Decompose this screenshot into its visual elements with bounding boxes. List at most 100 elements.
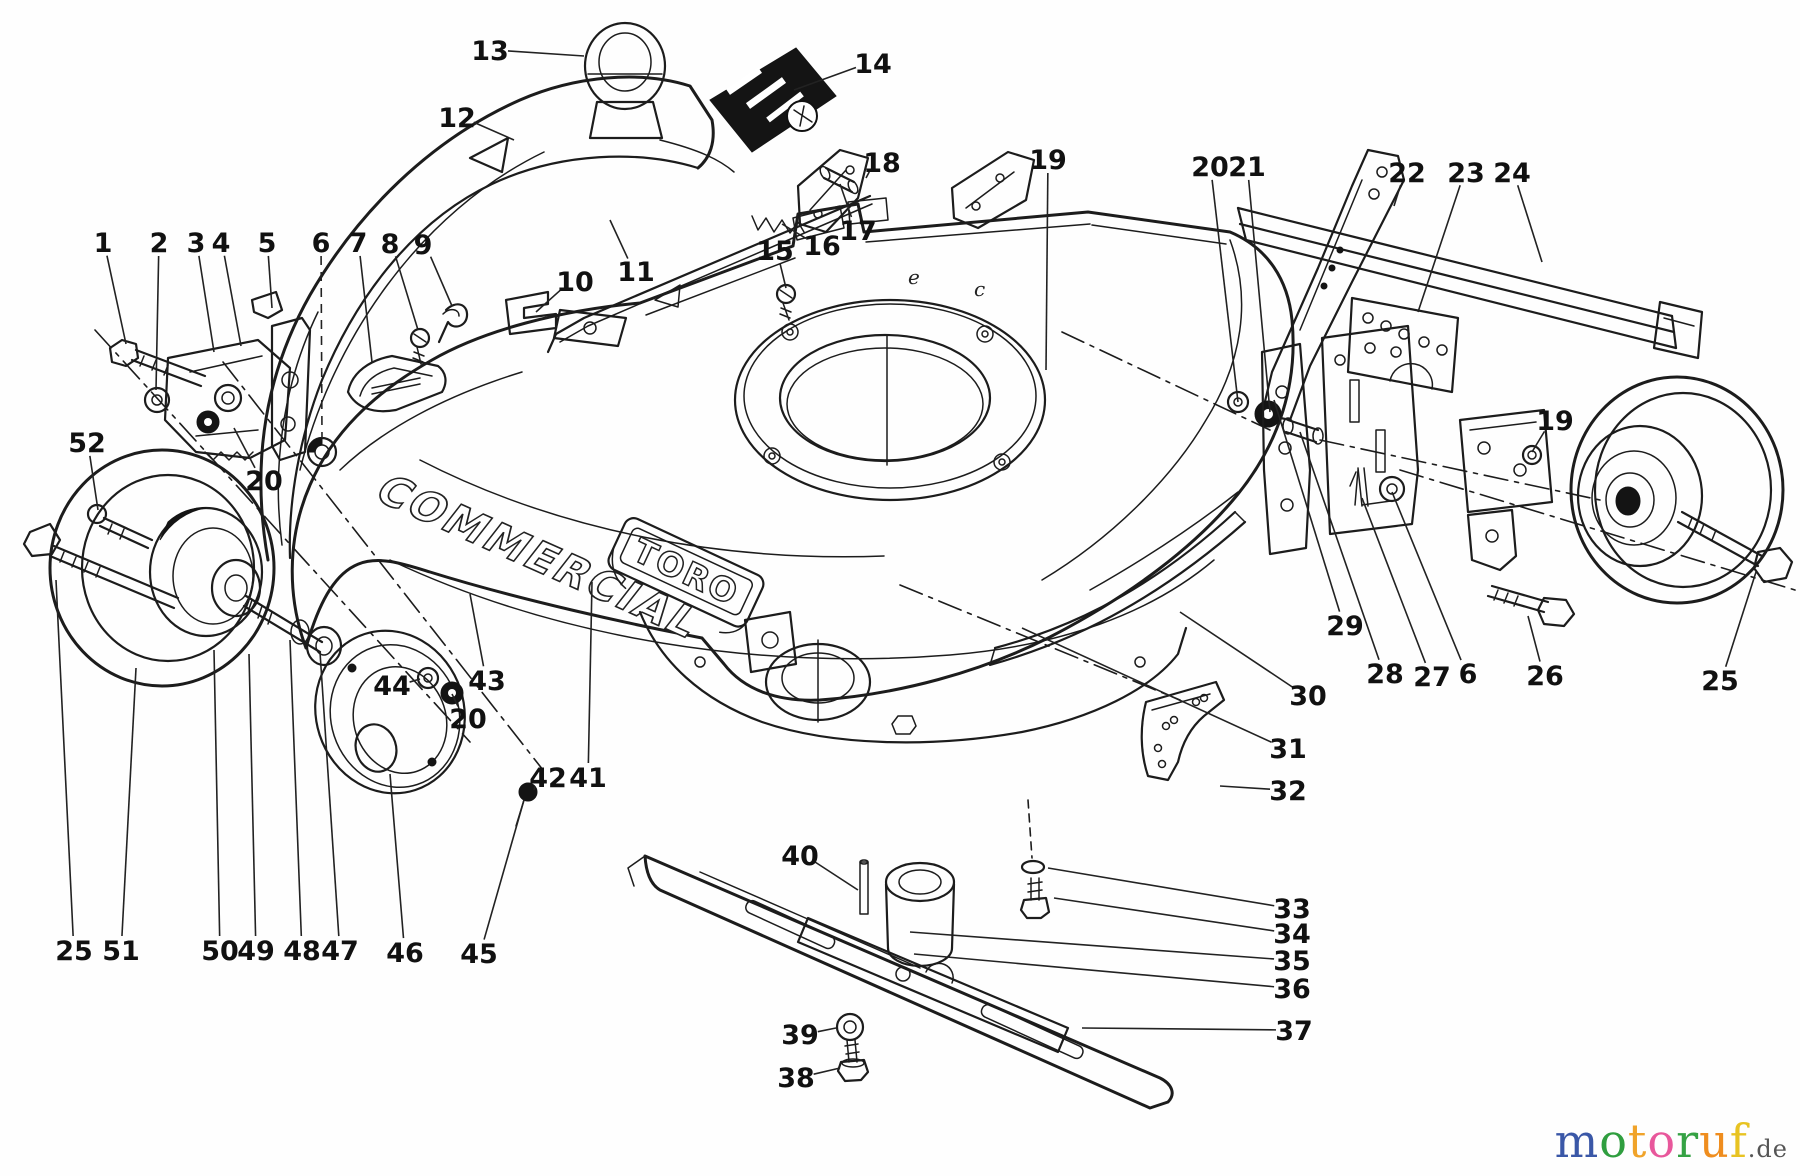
cast-mark-c: c [974, 277, 985, 301]
callout-leader-44 [409, 678, 421, 683]
callout-leader-18 [865, 171, 870, 179]
callout-leader-32 [1219, 785, 1271, 790]
callout-label-7: 7 [349, 228, 368, 259]
discharge-cover [259, 75, 735, 562]
callout-leader-45 [483, 799, 525, 940]
callout-leader-52 [89, 455, 99, 511]
callout-leader-47 [319, 651, 340, 937]
watermark-suffix: .de [1747, 1135, 1788, 1163]
callout-leader-7 [359, 255, 373, 363]
callout-leader-21 [1247, 179, 1271, 413]
pivot-hardware [1226, 390, 1324, 445]
callout-leader-9 [429, 256, 453, 307]
callout-leader-48 [289, 639, 303, 937]
wheel-bolt-26 [1486, 584, 1576, 628]
watermark-logo[interactable]: motoruf.de [1555, 1114, 1788, 1168]
callout-leader-16 [781, 223, 807, 240]
callout-leader-27 [1361, 497, 1427, 664]
callout-label-44: 44 [373, 671, 411, 702]
callout-leader-17 [839, 183, 853, 218]
left-wheel [48, 448, 343, 688]
deflector-strip [988, 510, 1247, 667]
callout-leader-41 [587, 581, 593, 764]
callout-label-12: 12 [438, 103, 476, 134]
deck-housing [94, 197, 1796, 771]
callout-label-5: 5 [258, 228, 277, 259]
rear-support-plates [1260, 324, 1420, 556]
callout-label-27: 27 [1413, 662, 1451, 693]
callout-leader-25 [1724, 571, 1757, 667]
callout-label-16: 16 [803, 231, 841, 262]
engine-mount-ring [733, 298, 1047, 502]
callout-label-28: 28 [1366, 659, 1404, 690]
axle-bolt-right [1676, 510, 1794, 584]
callout-label-20: 20 [245, 466, 283, 497]
callout-leader-6 [320, 255, 323, 439]
washer-nut-set [416, 666, 464, 705]
callout-label-20: 20 [449, 704, 487, 735]
callout-label-37: 37 [1275, 1016, 1313, 1047]
callout-label-19: 19 [1536, 406, 1574, 437]
watermark-letter: u [1699, 1114, 1730, 1168]
callout-label-11: 11 [617, 257, 655, 288]
roll-pin [819, 165, 859, 195]
callout-leader-38 [813, 1067, 841, 1075]
warning-decal [709, 47, 837, 153]
callout-leader-14 [793, 66, 857, 91]
index-bracket-23 [1346, 296, 1460, 394]
callout-label-24: 24 [1493, 158, 1531, 189]
callout-label-45: 45 [460, 939, 498, 970]
callout-label-34: 34 [1273, 919, 1311, 950]
callout-label-46: 46 [386, 938, 424, 969]
callout-leader-5 [267, 255, 273, 309]
callout-label-31: 31 [1269, 734, 1307, 765]
callout-label-23: 23 [1447, 158, 1485, 189]
rear-clip [950, 150, 1036, 230]
callout-label-3: 3 [187, 228, 206, 259]
flanged-screw-15 [775, 283, 797, 321]
callout-label-4: 4 [212, 228, 231, 259]
callout-leader-12 [473, 121, 515, 141]
right-wheel [1569, 375, 1785, 605]
callout-leader-30 [1179, 611, 1294, 689]
callout-leader-19 [1045, 172, 1049, 371]
callout-label-1: 1 [94, 228, 113, 259]
callout-label-15: 15 [756, 236, 794, 267]
callout-leader-2 [155, 255, 160, 391]
callout-leader-20 [1211, 179, 1239, 403]
callout-label-38: 38 [777, 1063, 815, 1094]
callout-leader-39 [817, 1027, 837, 1033]
callout-leader-10 [535, 289, 562, 313]
callout-leader-24 [1516, 185, 1543, 263]
callout-label-35: 35 [1273, 946, 1311, 977]
callout-label-40: 40 [781, 841, 819, 872]
watermark-letter: m [1554, 1114, 1600, 1168]
deck-screw-set [1019, 799, 1051, 920]
shoulder-bolt-52 [86, 503, 154, 550]
pin-and-bushing [1349, 467, 1406, 507]
callout-label-9: 9 [414, 230, 433, 261]
callout-leader-42 [533, 786, 536, 791]
callout-label-8: 8 [381, 229, 400, 260]
callout-leader-6 [1391, 491, 1462, 661]
callout-label-13: 13 [471, 36, 509, 67]
callout-leader-19 [1531, 430, 1546, 453]
callout-leader-26 [1527, 615, 1541, 662]
callout-label-48: 48 [283, 936, 321, 967]
callout-label-52: 52 [68, 428, 106, 459]
callout-label-25: 25 [1701, 666, 1739, 697]
cable-clip [504, 290, 628, 348]
callout-label-43: 43 [468, 666, 506, 697]
callout-leader-22 [1393, 184, 1402, 207]
callout-leader-29 [1273, 399, 1341, 612]
callout-leader-49 [248, 653, 257, 937]
callout-label-47: 47 [321, 936, 359, 967]
callout-leader-34 [1053, 897, 1275, 932]
callout-leader-50 [213, 649, 221, 937]
callout-label-2: 2 [150, 228, 169, 259]
callout-leader-37 [1081, 1027, 1277, 1031]
callout-leader-13 [507, 50, 585, 57]
